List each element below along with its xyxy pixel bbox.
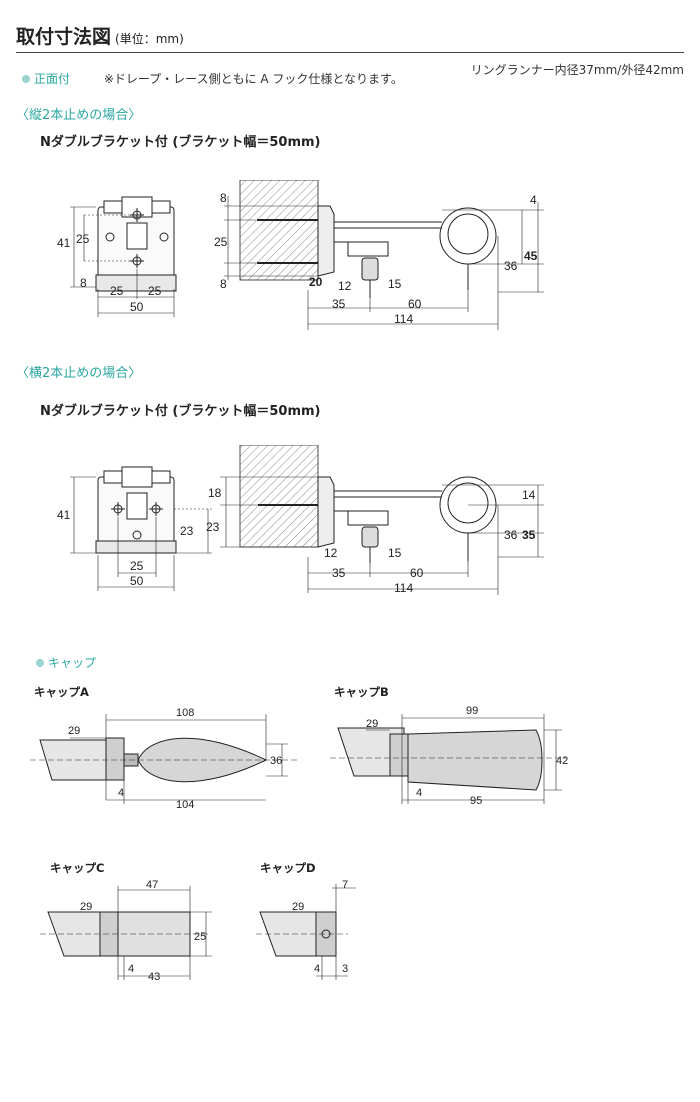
dim-47: 47 <box>146 879 158 891</box>
dim-95: 95 <box>470 795 482 807</box>
dim-12: 12 <box>324 546 338 560</box>
title-unit: (単位：mm) <box>115 32 184 46</box>
vertical-bracket-title: Nダブルブラケット付 (ブラケット幅＝50mm) <box>40 135 321 150</box>
dim-8-top: 8 <box>220 191 227 205</box>
dim-25: 25 <box>194 931 206 943</box>
cap-b-title: キャップB <box>334 685 389 699</box>
caps-section-label: キャップ <box>36 654 96 671</box>
ring-inner <box>447 213 489 255</box>
dim-25: 25 <box>214 235 228 249</box>
dim-25-left: 25 <box>110 284 124 298</box>
dim-4: 4 <box>118 787 124 799</box>
dim-114: 114 <box>394 312 413 326</box>
dim-23: 23 <box>180 524 194 538</box>
dim-29: 29 <box>68 725 80 737</box>
dim-45: 45 <box>524 249 538 263</box>
bracket-base <box>317 205 335 277</box>
horizontal-bracket-title: Nダブルブラケット付 (ブラケット幅＝50mm) <box>40 404 321 419</box>
vertical-side-view: 8 25 8 20 12 15 35 60 114 4 36 45 <box>214 180 544 330</box>
dim-35-right: 35 <box>522 528 536 542</box>
dim-36: 36 <box>270 755 282 767</box>
horizontal-side-view: 18 23 12 15 35 60 114 14 36 35 <box>206 445 544 595</box>
dim-42: 42 <box>556 755 568 767</box>
end-cap-sleeve <box>389 733 409 777</box>
cap-c-title: キャップC <box>50 861 105 875</box>
dim-41: 41 <box>57 236 71 250</box>
cap-b-drawing: 99 29 42 4 95 <box>330 705 568 807</box>
dim-36: 36 <box>504 528 518 542</box>
bullet-icon <box>22 75 30 83</box>
dim-29: 29 <box>292 901 304 913</box>
dim-25: 25 <box>76 232 90 246</box>
cap-d-title: キャップD <box>260 861 316 875</box>
dim-108: 108 <box>176 707 194 719</box>
dim-20: 20 <box>309 275 323 289</box>
dim-36: 36 <box>504 259 518 273</box>
dim-15: 15 <box>388 546 402 560</box>
dim-35: 35 <box>332 297 346 311</box>
horizontal-front-view: 41 23 25 50 <box>57 466 212 591</box>
ring-runner-spec: リングランナー内径37mm/外径42mm <box>470 63 684 77</box>
finial-b <box>407 729 543 791</box>
cap-a-title: キャップA <box>34 685 89 699</box>
dim-60: 60 <box>410 566 424 580</box>
front-view-row: 正面付 ※ドレープ・レース側ともに A フック仕様となります。 <box>22 70 403 87</box>
horizontal-case-heading: 〈横2本止めの場合〉 <box>16 366 142 381</box>
cap-a-drawing: 108 29 36 4 104 <box>30 707 300 810</box>
dim-99: 99 <box>466 705 478 717</box>
cap-d-drawing: 7 29 4 3 <box>256 879 356 980</box>
dim-15: 15 <box>388 277 402 291</box>
end-cap-sleeve <box>105 737 125 781</box>
dim-12: 12 <box>338 279 352 293</box>
title-text: 取付寸法図 <box>16 26 112 48</box>
dim-8-bottom: 8 <box>220 277 227 291</box>
dim-4: 4 <box>416 787 422 799</box>
rail-inner <box>347 241 389 257</box>
dim-4: 4 <box>530 193 537 207</box>
dim-29: 29 <box>80 901 92 913</box>
front-view-label: 正面付 <box>34 72 71 86</box>
dim-43: 43 <box>148 971 160 983</box>
dim-14: 14 <box>522 488 536 502</box>
vertical-case-heading: 〈縦2本止めの場合〉 <box>16 108 142 123</box>
wall <box>239 180 319 281</box>
dim-3: 3 <box>342 963 348 975</box>
dim-50: 50 <box>130 300 144 314</box>
dim-25: 25 <box>130 559 144 573</box>
dim-29: 29 <box>366 718 378 730</box>
dim-18: 18 <box>208 486 222 500</box>
front-view-note: ※ドレープ・レース側ともに A フック仕様となります。 <box>103 72 403 86</box>
dim-25-right: 25 <box>148 284 162 298</box>
dim-35: 35 <box>332 566 346 580</box>
rail-inner <box>347 510 389 526</box>
page-title: 取付寸法図(単位：mm) <box>16 22 184 49</box>
dim-7: 7 <box>342 879 348 891</box>
bracket-base <box>317 476 335 548</box>
dim-4: 4 <box>314 963 320 975</box>
bullet-icon <box>36 659 44 667</box>
ring-inner <box>447 482 489 524</box>
dim-50: 50 <box>130 574 144 588</box>
dim-23: 23 <box>206 520 220 534</box>
dim-4: 4 <box>128 963 134 975</box>
dim-8: 8 <box>80 276 87 290</box>
dim-41: 41 <box>57 508 71 522</box>
dim-104: 104 <box>176 799 194 810</box>
cap-c-drawing: 47 29 25 4 43 <box>40 879 212 983</box>
dim-60: 60 <box>408 297 422 311</box>
wall <box>239 445 319 548</box>
runner-inner <box>361 257 379 281</box>
title-divider <box>16 52 684 53</box>
runner-inner <box>361 526 379 548</box>
vertical-front-view: 41 25 8 25 25 50 <box>57 196 177 317</box>
dim-114: 114 <box>394 581 413 595</box>
